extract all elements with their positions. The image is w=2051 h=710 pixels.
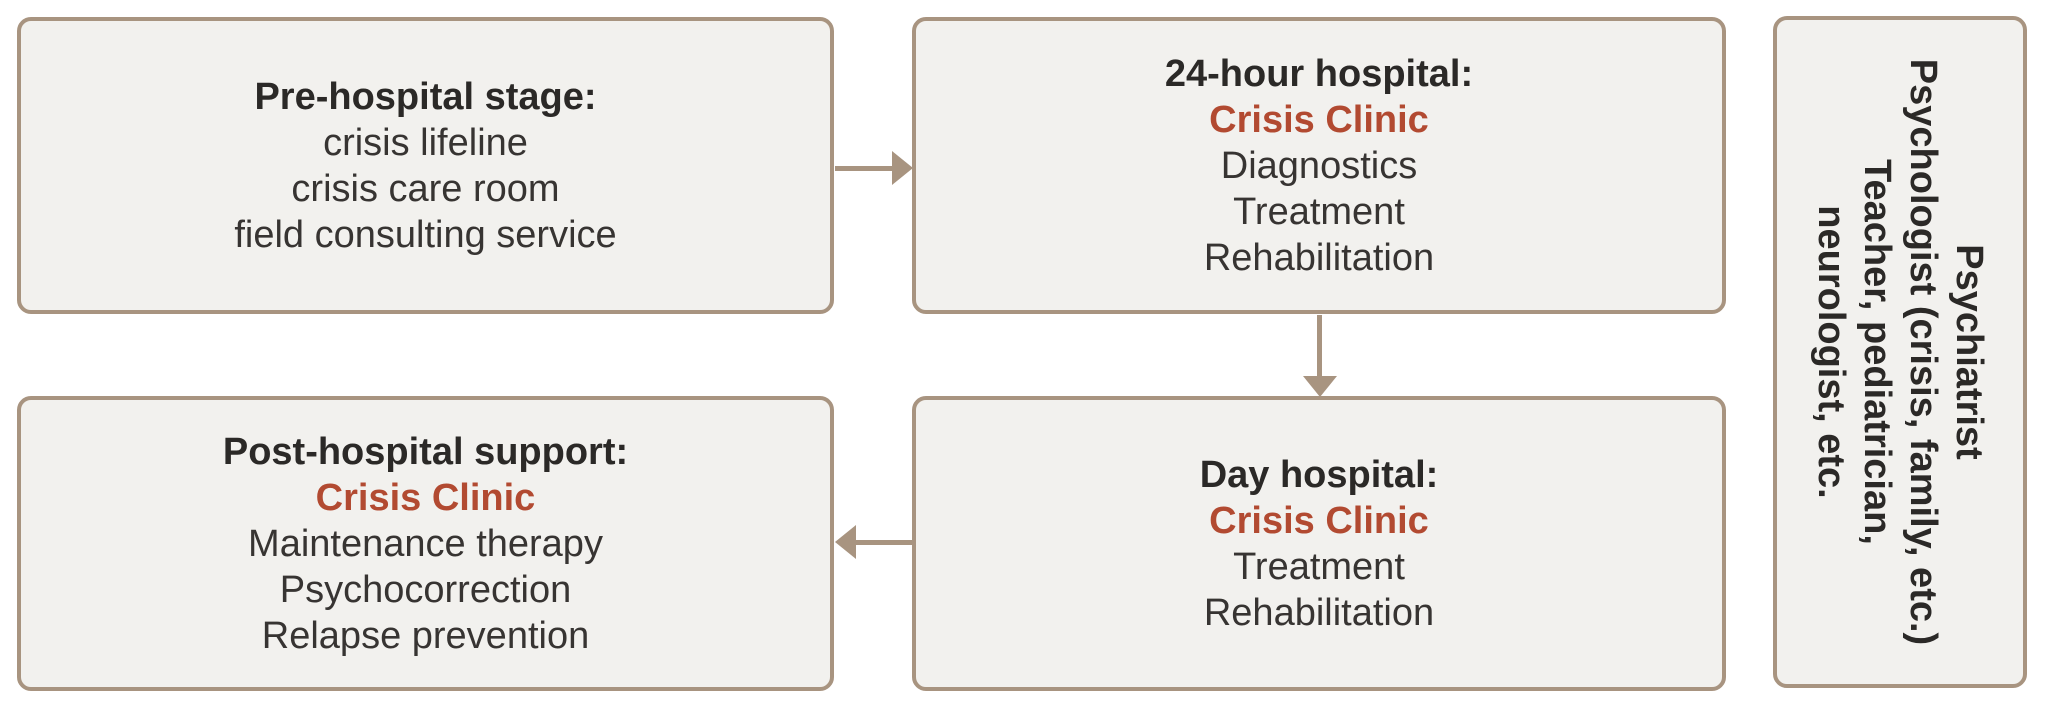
specialist-line: Psychologist (crisis, family, etc.): [1902, 58, 1945, 646]
box-pre-hospital: Pre-hospital stage: crisis lifeline cris…: [17, 17, 834, 314]
crisis-clinic-highlight: Crisis Clinic: [1209, 98, 1429, 141]
box-specialists: Psychiatrist Psychologist (crisis, famil…: [1773, 16, 2027, 688]
arrow-head-right-icon: [892, 151, 913, 185]
box-day-hospital: Day hospital: Crisis Clinic Treatment Re…: [912, 396, 1726, 691]
crisis-clinic-highlight: Crisis Clinic: [315, 476, 536, 519]
24-hour-hospital-line: Diagnostics: [1220, 144, 1418, 187]
post-hospital-line: Psychocorrection: [279, 568, 572, 611]
pre-hospital-line: crisis lifeline: [323, 121, 528, 164]
specialist-line: Teacher, pediatrician,: [1856, 159, 1899, 545]
specialists-rotated-text: Psychiatrist Psychologist (crisis, famil…: [1808, 59, 1992, 645]
arrow-head-left-icon: [835, 525, 856, 559]
24-hour-hospital-line: Rehabilitation: [1203, 236, 1435, 279]
crisis-clinic-highlight: Crisis Clinic: [1209, 499, 1429, 542]
day-hospital-line: Treatment: [1233, 545, 1405, 588]
specialist-line: Psychiatrist: [1948, 244, 1991, 460]
24-hour-hospital-line: Treatment: [1233, 190, 1405, 233]
day-hospital-line: Rehabilitation: [1203, 591, 1435, 634]
24-hour-hospital-title: 24-hour hospital:: [1164, 52, 1474, 95]
day-hospital-title: Day hospital:: [1199, 453, 1439, 496]
pre-hospital-line: field consulting service: [234, 213, 617, 256]
box-24-hour-hospital: 24-hour hospital: Crisis Clinic Diagnost…: [912, 17, 1726, 314]
arrow-line: [1317, 315, 1322, 377]
box-post-hospital-support: Post-hospital support: Crisis Clinic Mai…: [17, 396, 834, 691]
post-hospital-line: Maintenance therapy: [248, 522, 603, 565]
post-hospital-line: Relapse prevention: [261, 614, 590, 657]
post-hospital-title: Post-hospital support:: [222, 430, 629, 473]
arrow-line: [855, 540, 913, 545]
arrow-head-down-icon: [1303, 376, 1337, 397]
specialist-line: neurologist, etc.: [1810, 205, 1853, 499]
pre-hospital-title: Pre-hospital stage:: [254, 75, 597, 118]
pre-hospital-line: crisis care room: [291, 167, 560, 210]
arrow-line: [835, 166, 893, 171]
